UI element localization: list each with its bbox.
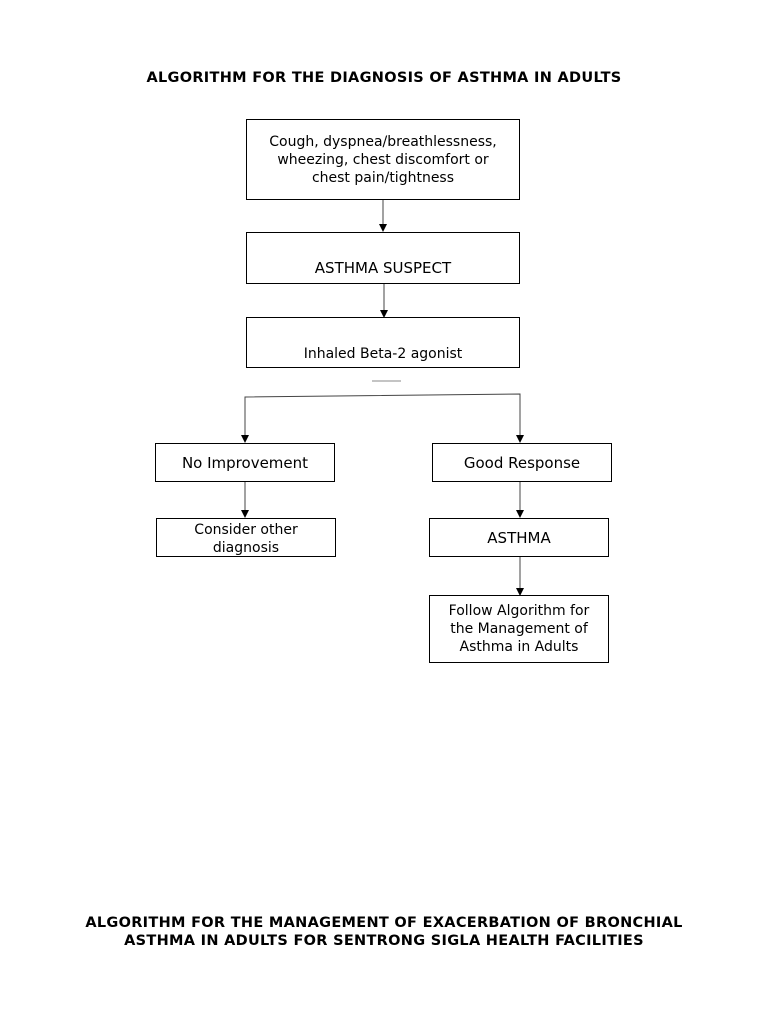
follow-algorithm-box: Follow Algorithm for the Management of A… (429, 595, 609, 663)
consider-other-text: Consider other diagnosis (194, 522, 298, 556)
beta-agonist-text: Inhaled Beta-2 agonist (303, 346, 463, 362)
good-response-text: Good Response (463, 453, 581, 472)
good-response-box: Good Response (432, 443, 612, 482)
management-title-line-1: ALGORITHM FOR THE MANAGEMENT OF EXACERBA… (85, 915, 683, 931)
asthma-text: ASTHMA (487, 528, 551, 547)
consider-other-box: Consider other diagnosis (156, 518, 336, 557)
follow-algorithm-text: Follow Algorithm for the Management of A… (448, 603, 590, 655)
management-title-line-2: ASTHMA IN ADULTS FOR SENTRONG SIGLA HEAL… (124, 933, 644, 949)
beta-agonist-box: Inhaled Beta-2 agonist (246, 317, 520, 368)
asthma-suspect-text: ASTHMA SUSPECT (314, 259, 452, 277)
symptoms-box: Cough, dyspnea/breathlessness, wheezing,… (246, 119, 520, 200)
branch-connector (244, 393, 521, 442)
no-improvement-text: No Improvement (181, 453, 309, 472)
diagram-title: ALGORITHM FOR THE DIAGNOSIS OF ASTHMA IN… (146, 70, 622, 86)
management-title: ALGORITHM FOR THE MANAGEMENT OF EXACERBA… (0, 914, 768, 950)
no-improvement-box: No Improvement (155, 443, 335, 482)
asthma-box: ASTHMA (429, 518, 609, 557)
asthma-suspect-box: ASTHMA SUSPECT (246, 232, 520, 284)
symptoms-text: Cough, dyspnea/breathlessness, wheezing,… (269, 133, 497, 186)
